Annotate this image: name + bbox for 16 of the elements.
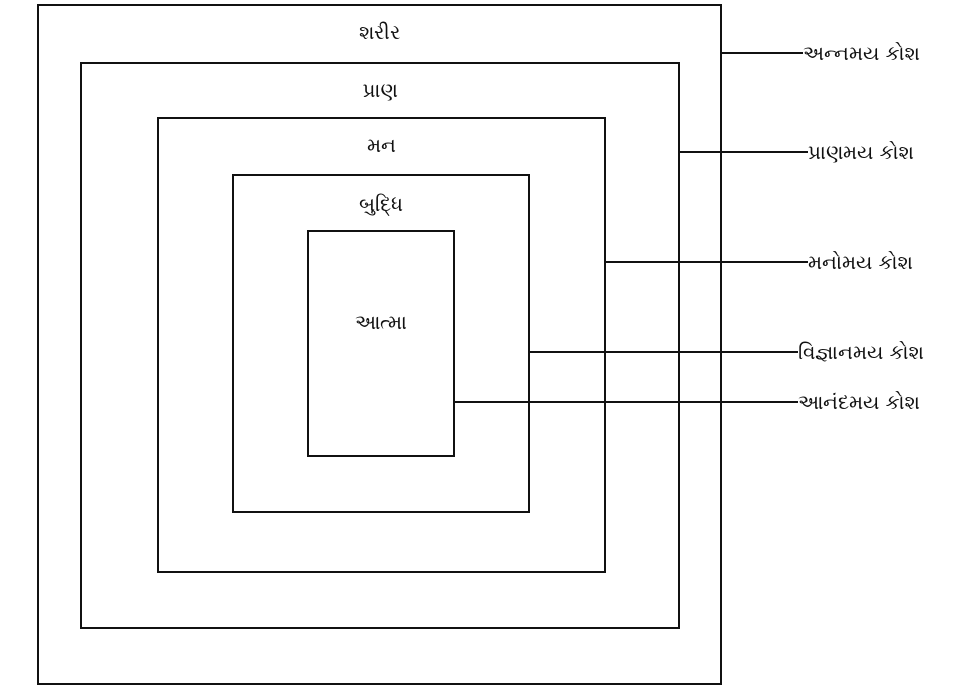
layer-heading: પ્રાણ <box>362 78 398 102</box>
leader-line <box>455 401 798 403</box>
layer-box <box>37 4 722 685</box>
sheath-label: પ્રાણમય કોશ <box>808 139 914 165</box>
leader-line <box>530 351 798 353</box>
leader-line <box>722 52 803 54</box>
layer-box <box>307 230 455 457</box>
layer-heading: શરીર <box>358 20 401 44</box>
leader-line <box>606 261 808 263</box>
layer-box <box>232 174 530 513</box>
layer-heading: આત્મા <box>354 310 408 334</box>
layer-box <box>80 62 680 629</box>
leader-line <box>680 151 808 153</box>
layer-box <box>157 117 606 573</box>
layer-heading: મન <box>366 133 397 157</box>
layer-heading: બુદ્ધિ <box>358 192 404 216</box>
